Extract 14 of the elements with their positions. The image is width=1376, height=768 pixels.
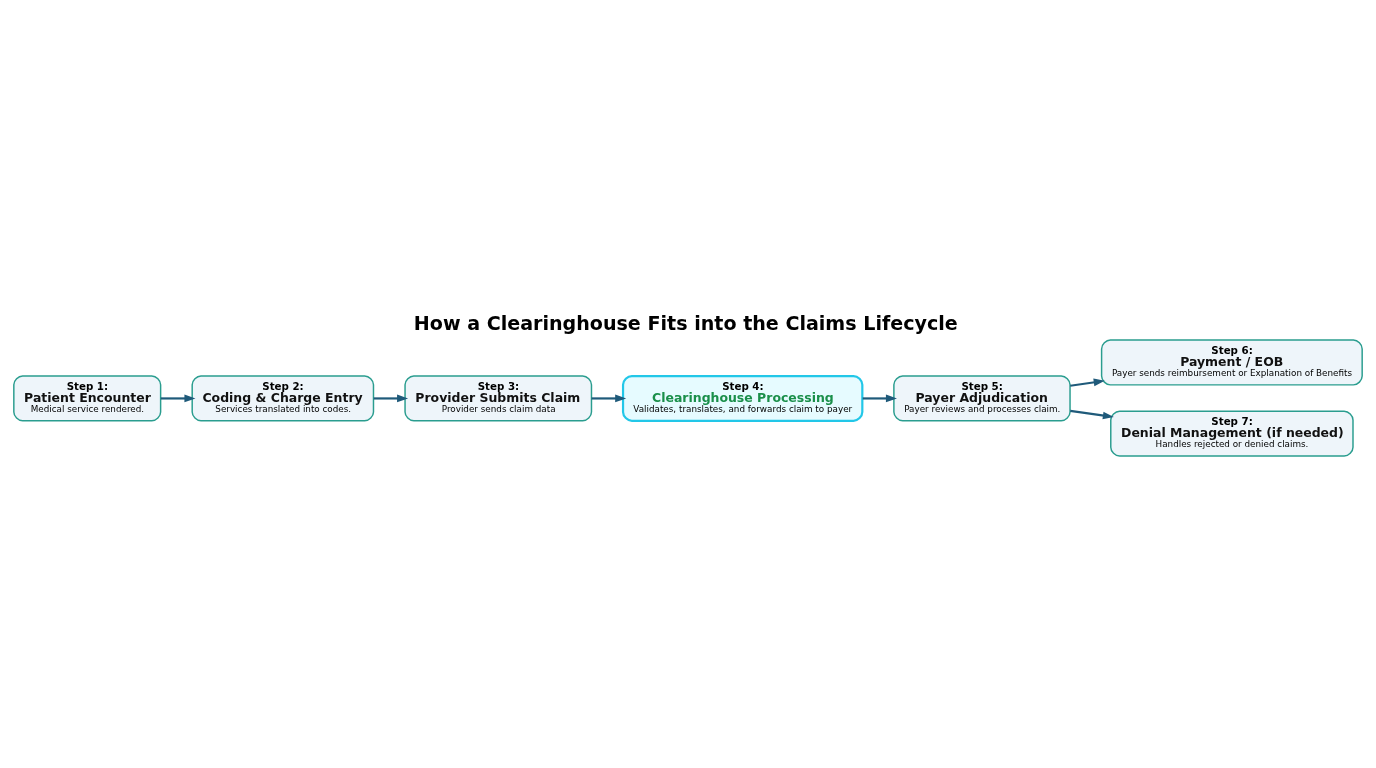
arrow — [373, 394, 409, 402]
node-box: Step 3: Provider Submits Claim Provider sends claim data — [404, 374, 593, 422]
node-box: Step 7: Denial Management (if needed) Handles rejected or denied claims. — [1110, 410, 1354, 457]
arrow — [591, 394, 627, 402]
arrow — [160, 394, 196, 402]
node-box: Step 4: Clearinghouse Processing Validates, translates, and forwards claim to payer — [621, 374, 864, 422]
arrow — [1070, 378, 1105, 387]
node-box: Step 1: Patient Encounter Medical service rendered. — [13, 374, 162, 422]
diagram-title: How a Clearinghouse Fits into the Claims Lifecycle — [413, 311, 958, 334]
arrow — [862, 394, 897, 402]
node-box: Step 6: Payment / EOB Payer sends reimbursement or Explanation of Benefits — [1100, 338, 1363, 386]
arrow — [1070, 409, 1114, 419]
node-box: Step 2: Coding & Charge Entry Services translated into codes. — [191, 374, 375, 422]
node-box: Step 5: Payer Adjudication Payer reviews and processes claim. — [893, 374, 1071, 422]
